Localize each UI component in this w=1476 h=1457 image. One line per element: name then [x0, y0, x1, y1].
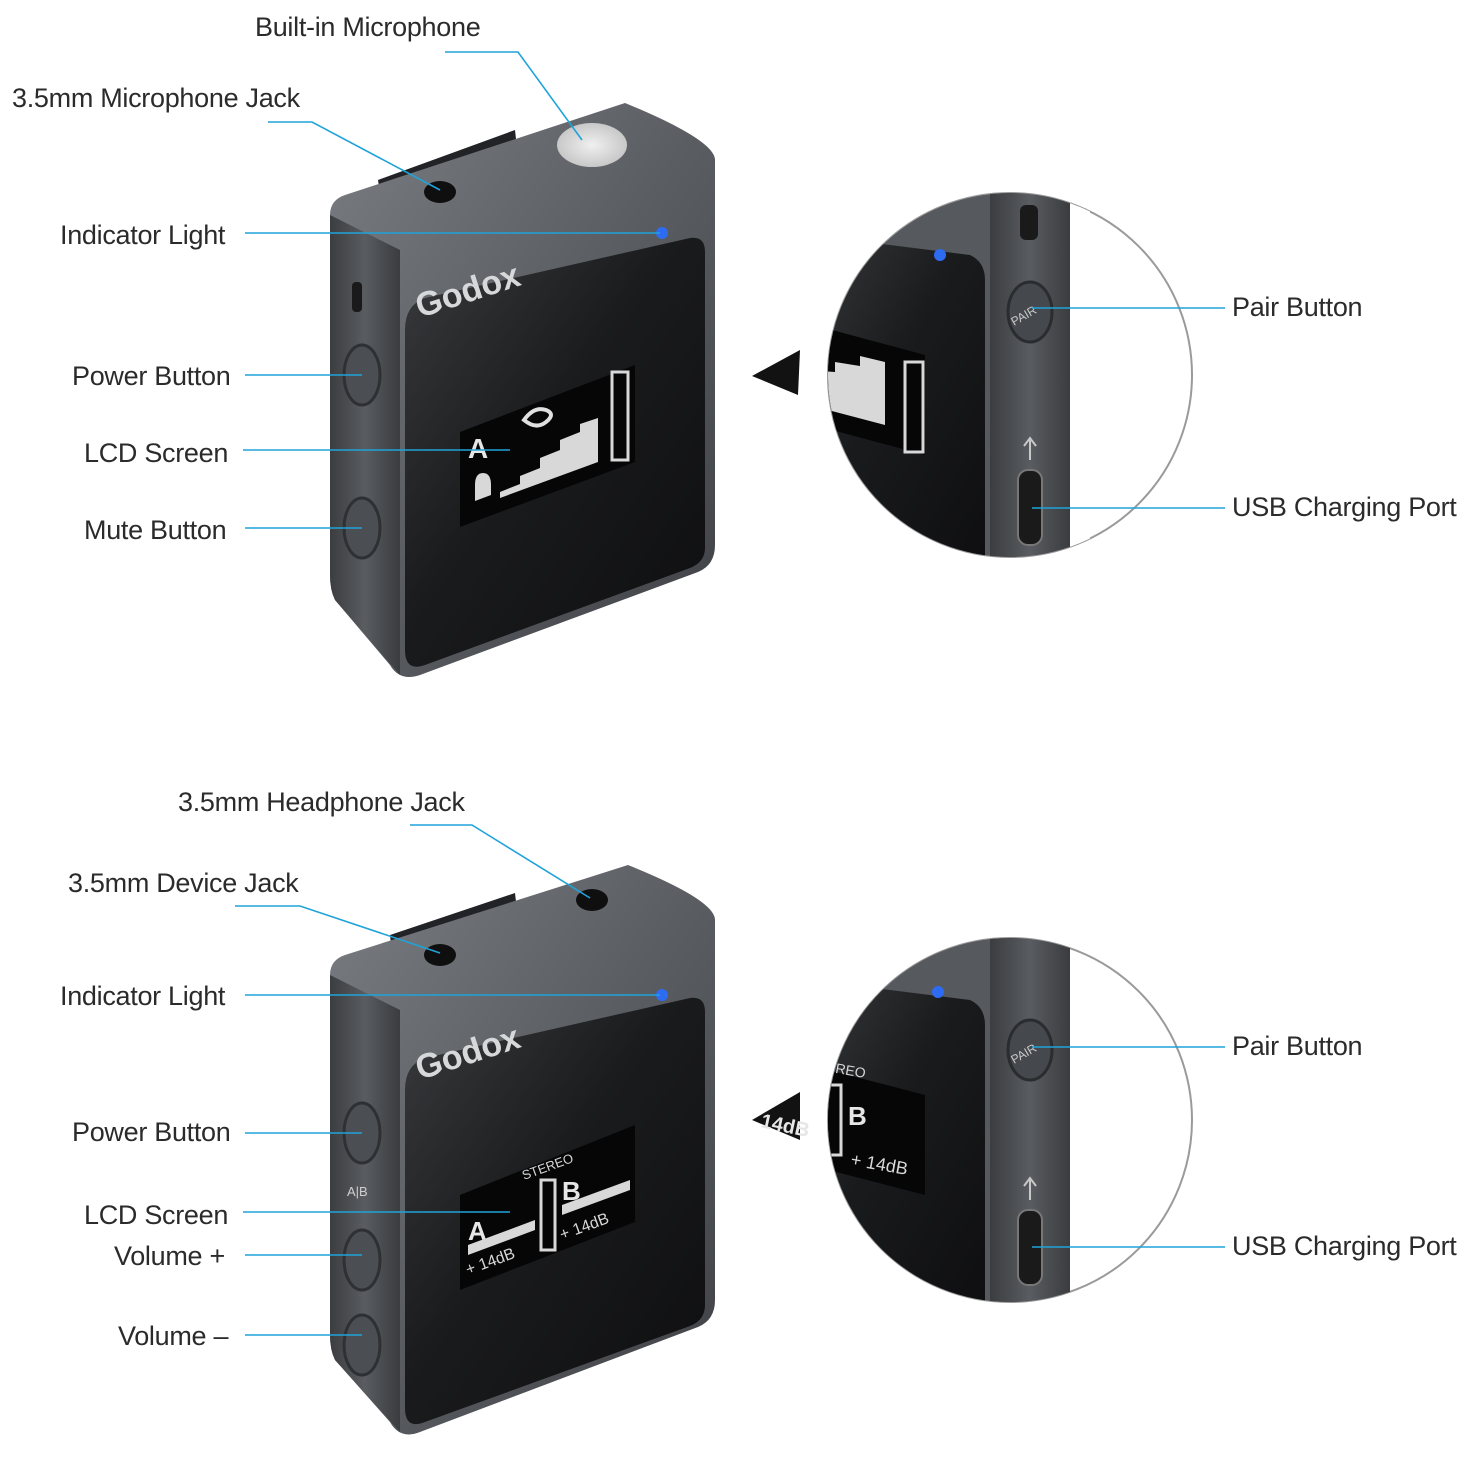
label-volume-up: Volume + [114, 1241, 225, 1271]
volume-down-button[interactable] [342, 1313, 382, 1377]
lcd-channel-b: B [562, 1176, 581, 1206]
lcd-battery-icon [610, 370, 630, 462]
ab-switch-label: A|B [347, 1184, 368, 1199]
lcd-link-icon [521, 407, 553, 428]
label-usb-port-top: USB Charging Port [1232, 492, 1457, 522]
volume-up-button[interactable] [342, 1228, 382, 1292]
label-volume-down: Volume – [118, 1321, 229, 1351]
lcd-level-meter [500, 418, 598, 498]
pair-button[interactable] [1006, 1018, 1054, 1082]
pair-button[interactable] [1006, 280, 1054, 344]
usb-icon [1023, 1176, 1037, 1200]
leader-lines [235, 51, 1225, 1336]
label-lcd-screen-bottom: LCD Screen [84, 1200, 229, 1230]
transmitter-device: Godox A [330, 103, 715, 678]
label-mic-jack: 3.5mm Microphone Jack [12, 83, 300, 113]
label-device-jack: 3.5mm Device Jack [68, 868, 299, 898]
zoom-indicator-led [932, 986, 944, 998]
lcd-channel-a: A [468, 1216, 487, 1246]
microphone-mesh [557, 123, 627, 167]
receiver-zoom-circle: STEREO B + 14dB PAIR 14dB [752, 937, 1193, 1303]
label-built-in-microphone: Built-in Microphone [255, 12, 481, 42]
label-headphone-jack: 3.5mm Headphone Jack [178, 787, 465, 817]
label-mute-button: Mute Button [84, 515, 227, 545]
label-lcd-screen-top: LCD Screen [84, 438, 229, 468]
lcd-channel-letter: A [468, 433, 488, 464]
label-power-button-bottom: Power Button [72, 1117, 231, 1147]
zoom-gain-a: 14dB [759, 1110, 811, 1142]
usb-icon [1023, 436, 1037, 460]
transmitter-zoom-circle: PAIR [752, 192, 1193, 558]
receiver-device: Godox A|B STEREO A B + 14dB + 14dB [330, 865, 715, 1435]
label-power-button-top: Power Button [72, 361, 231, 391]
lcd-battery-icon [539, 1178, 557, 1252]
zoom-channel-b: B [848, 1101, 867, 1131]
label-usb-port-bottom: USB Charging Port [1232, 1231, 1457, 1261]
label-pair-button-bottom: Pair Button [1232, 1031, 1363, 1061]
zoom-indicator-led [934, 249, 946, 261]
lcd-screen [460, 365, 635, 527]
lcd-mic-icon [475, 473, 491, 501]
indicator-led [656, 227, 668, 239]
device-jack-port [424, 944, 456, 966]
label-pair-button-top: Pair Button [1232, 292, 1363, 322]
lcd-screen [460, 1125, 635, 1290]
label-indicator-light-top: Indicator Light [60, 220, 226, 250]
label-indicator-light-bottom: Indicator Light [60, 981, 226, 1011]
indicator-led [656, 989, 668, 1001]
